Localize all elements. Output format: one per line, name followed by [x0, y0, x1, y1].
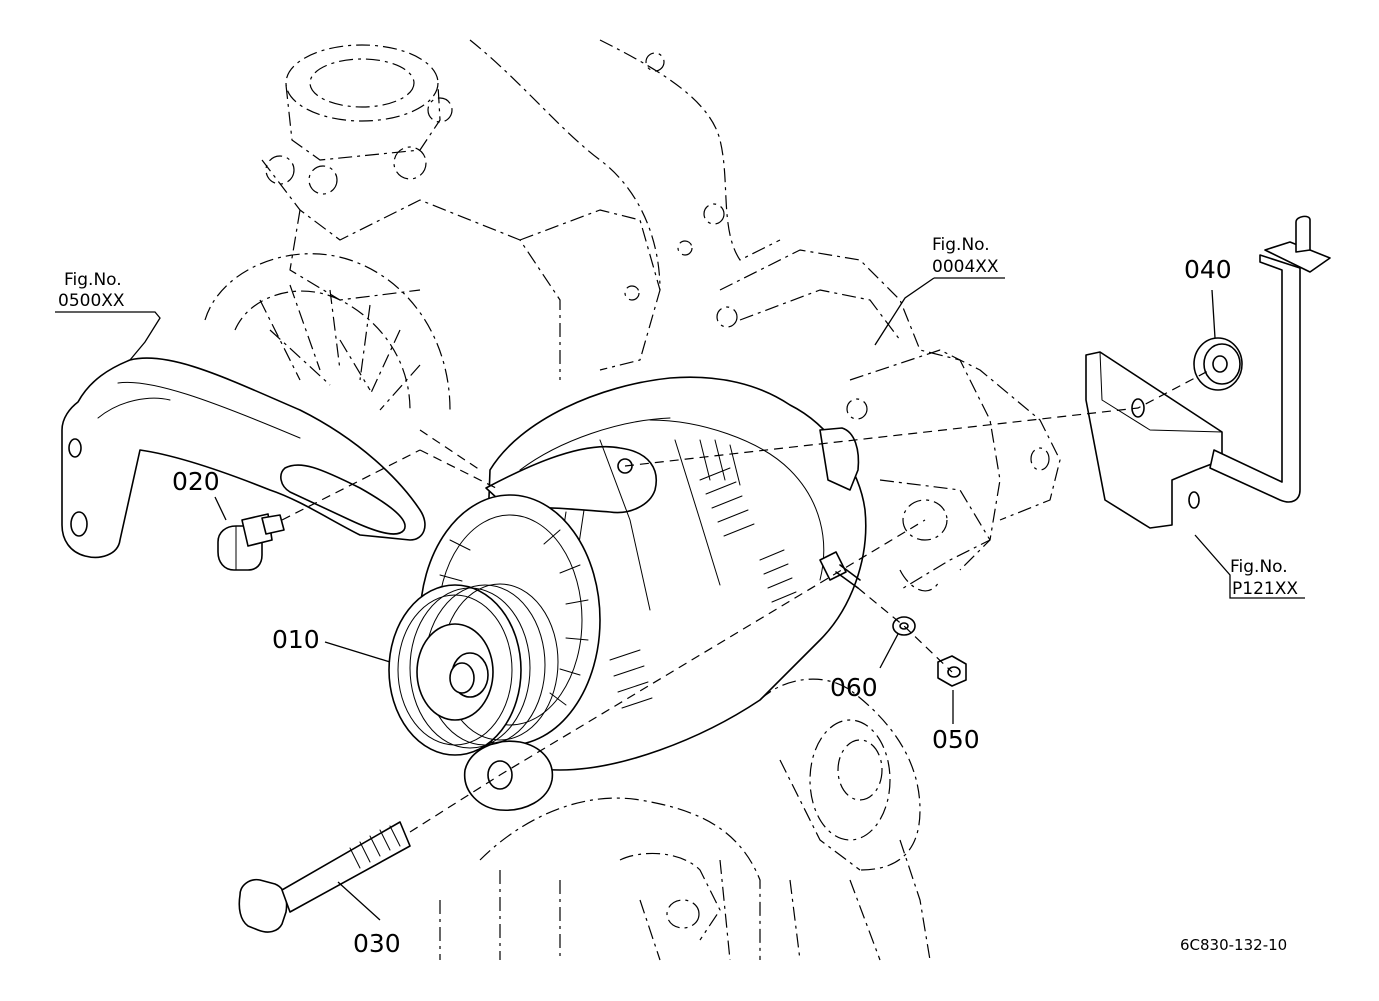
- fig-ref-left-label: Fig.No.: [64, 270, 122, 290]
- collar-040: [1193, 337, 1243, 391]
- fig-ref-right-number: P121XX: [1232, 579, 1298, 599]
- fig-ref-top-number: 0004XX: [932, 257, 999, 277]
- assembly-center-lines: [281, 369, 1211, 833]
- figure-references: Fig.No. 0500XX Fig.No. 0004XX Fig.No. P1…: [58, 235, 1298, 599]
- engine-block-phantom: [204, 39, 1061, 961]
- callout-060: 060: [830, 673, 878, 702]
- drawing-code: 6C830-132-10: [1180, 936, 1287, 954]
- callout-labels: 010 020 030 040 050 060: [172, 255, 1232, 958]
- adjusting-bracket: [55, 311, 426, 559]
- bolt-030: [238, 821, 411, 933]
- callout-030: 030: [353, 929, 401, 958]
- alternator: [388, 376, 867, 811]
- callout-040: 040: [1184, 255, 1232, 284]
- callout-020: 020: [172, 467, 220, 496]
- nut-050: [937, 655, 967, 687]
- support-bracket: [1085, 215, 1331, 599]
- fig-ref-top-label: Fig.No.: [932, 235, 990, 255]
- fig-ref-right-label: Fig.No.: [1230, 557, 1288, 577]
- callout-050: 050: [932, 725, 980, 754]
- callout-010: 010: [272, 625, 320, 654]
- fig-ref-left-number: 0500XX: [58, 291, 125, 311]
- bolt-020: [217, 513, 285, 571]
- leader-lines: [214, 277, 1216, 921]
